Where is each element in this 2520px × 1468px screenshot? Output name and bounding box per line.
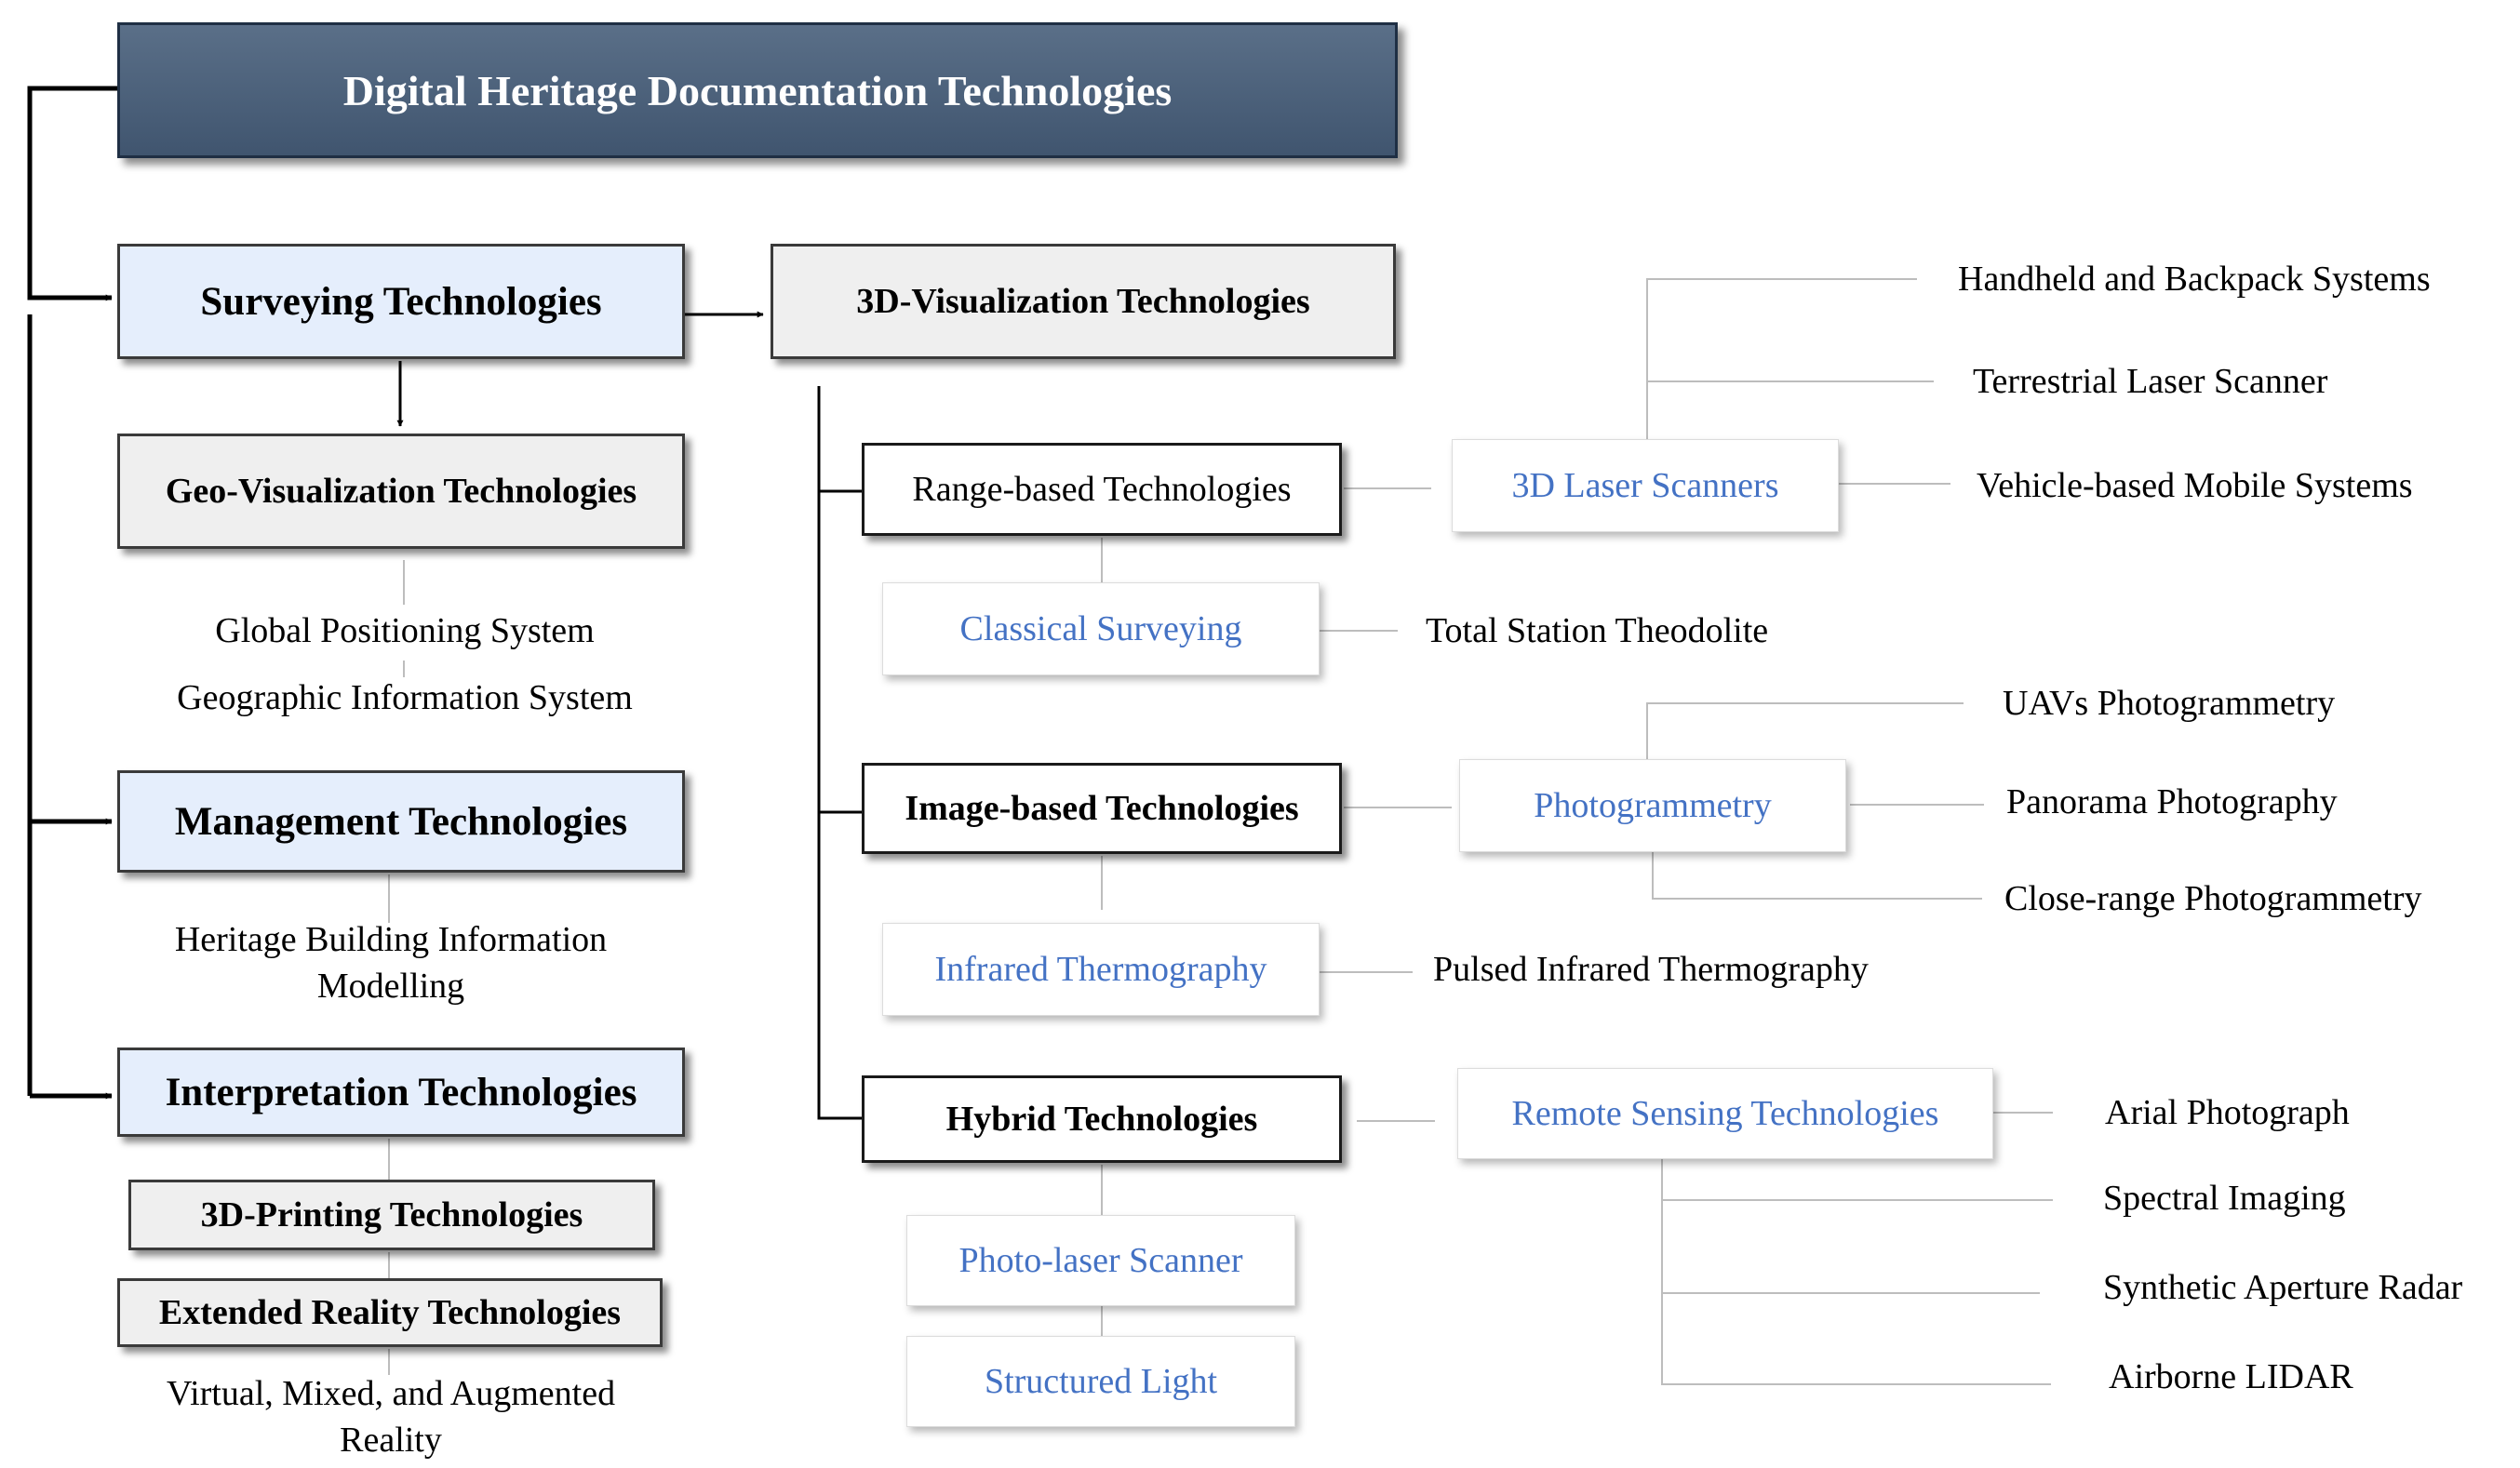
diagram-title: Digital Heritage Documentation Technolog… [117, 22, 1398, 158]
photo-laser-scanner-node: Photo-laser Scanner [906, 1215, 1295, 1306]
hybrid-technologies-node: Hybrid Technologies [862, 1075, 1342, 1163]
surveying-technologies-node: Surveying Technologies [117, 244, 685, 359]
range-based-technologies-node: Range-based Technologies [862, 443, 1342, 536]
classical-surveying-node: Classical Surveying [882, 582, 1320, 675]
management-technologies-node: Management Technologies [117, 770, 685, 873]
airborne-lidar-label: Airborne LIDAR [2109, 1357, 2353, 1396]
3d-printing-technologies-node: 3D-Printing Technologies [128, 1180, 655, 1250]
vmar-label-line1: Virtual, Mixed, and Augmented [166, 1374, 616, 1413]
photogrammetry-to-close-range-line [1652, 852, 1982, 900]
infrared-thermography-node: Infrared Thermography [882, 923, 1320, 1016]
vehicle-based-mobile-systems-label: Vehicle-based Mobile Systems [1977, 466, 2413, 505]
gis-label: Geographic Information System [177, 678, 633, 717]
gps-label: Global Positioning System [215, 611, 595, 650]
total-station-theodolite-label: Total Station Theodolite [1426, 611, 1769, 650]
spectral-imaging-label: Spectral Imaging [2103, 1179, 2346, 1218]
handheld-backpack-systems-label: Handheld and Backpack Systems [1958, 260, 2431, 299]
title-to-surveying-arrow [27, 86, 119, 301]
3d-visualization-technologies-node: 3D-Visualization Technologies [771, 244, 1396, 359]
structured-light-node: Structured Light [906, 1336, 1295, 1427]
synthetic-aperture-radar-label: Synthetic Aperture Radar [2103, 1268, 2463, 1307]
3d-laser-scanners-node: 3D Laser Scanners [1452, 439, 1839, 532]
panorama-photography-label: Panorama Photography [2006, 782, 2338, 821]
arial-photograph-label: Arial Photograph [2105, 1093, 2350, 1132]
vmar-label-line2: Reality [340, 1421, 442, 1460]
image-based-technologies-node: Image-based Technologies [862, 763, 1342, 854]
extended-reality-technologies-node: Extended Reality Technologies [117, 1278, 663, 1347]
uavs-photogrammetry-label: UAVs Photogrammetry [2003, 684, 2336, 723]
terrestrial-laser-scanner-label: Terrestrial Laser Scanner [1973, 362, 2328, 401]
hbim-label-line2: Modelling [316, 967, 465, 1006]
pulsed-infrared-thermography-label: Pulsed Infrared Thermography [1433, 950, 1869, 989]
remote-to-lidar-line [1661, 1157, 2051, 1385]
hbim-label-line1: Heritage Building Information [174, 920, 608, 959]
close-range-photogrammetry-label: Close-range Photogrammetry [2004, 879, 2422, 918]
geo-visualization-technologies-node: Geo-Visualization Technologies [117, 434, 685, 549]
3dvis-bracket-line [817, 386, 862, 1120]
photogrammetry-node: Photogrammetry [1459, 759, 1846, 852]
laser-to-handheld-line [1646, 278, 1917, 439]
interpretation-technologies-node: Interpretation Technologies [117, 1048, 685, 1137]
photogrammetry-to-uav-line [1646, 702, 1964, 759]
remote-sensing-technologies-node: Remote Sensing Technologies [1457, 1068, 1993, 1159]
